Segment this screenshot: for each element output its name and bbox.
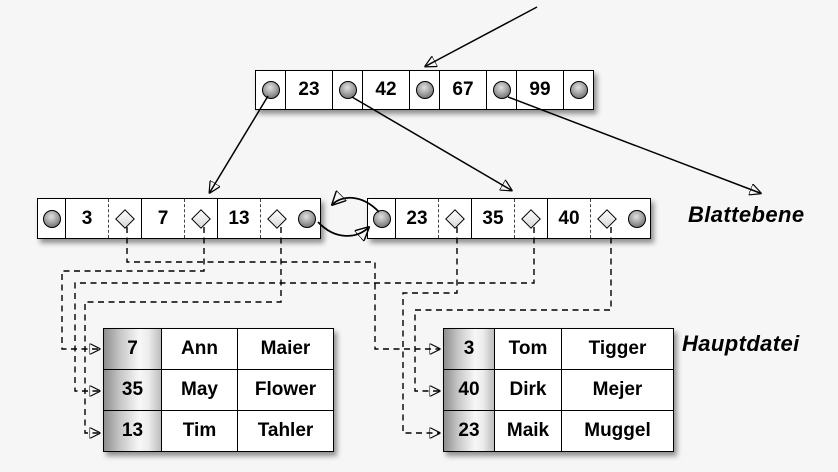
sphere-icon — [415, 81, 434, 99]
table-row: 35 May Flower — [104, 369, 333, 410]
leaf-key: 3 — [81, 207, 93, 229]
diamond-icon — [521, 208, 541, 229]
sphere-icon — [372, 209, 391, 228]
table-row: 7 Ann Maier — [104, 329, 333, 369]
leaf-pointer-cell — [293, 199, 320, 238]
record-ref-cell — [260, 199, 293, 238]
leaf-entry: 13 — [217, 199, 293, 238]
leaf-pointer-cell — [368, 199, 395, 238]
arrow-leaf-chain-right — [317, 221, 368, 236]
leaf-entry: 35 — [471, 199, 547, 238]
leaf-key: 23 — [406, 207, 428, 229]
record-firstname: May — [161, 370, 237, 410]
record-key: 23 — [444, 411, 494, 451]
arrow-root-to-left-leaf — [210, 95, 269, 192]
main-file-label: Hauptdatei — [682, 331, 800, 356]
record-key: 7 — [104, 329, 161, 369]
leaf-entry: 3 — [65, 199, 141, 238]
diamond-icon — [597, 208, 617, 229]
leaf-entry: 7 — [141, 199, 217, 238]
root-pointer-cell — [563, 71, 593, 109]
leaf-key: 35 — [482, 207, 504, 229]
root-key: 67 — [439, 71, 486, 109]
sphere-icon — [492, 81, 511, 99]
leaf-pointer-cell — [623, 199, 650, 238]
leaf-entry: 23 — [395, 199, 471, 238]
table-row: 13 Tim Tahler — [104, 410, 333, 451]
record-key: 3 — [444, 329, 494, 369]
sphere-icon — [338, 81, 357, 99]
record-lastname: Tigger — [561, 329, 673, 369]
record-key: 40 — [444, 370, 494, 410]
record-ref-cell — [438, 199, 471, 238]
sphere-icon — [297, 209, 316, 228]
leaf-pointer-cell — [38, 199, 65, 238]
diamond-icon — [445, 208, 465, 229]
record-lastname: Mejer — [561, 370, 673, 410]
table-row: 40 Dirk Mejer — [444, 369, 673, 410]
table-row: 23 Maik Muggel — [444, 410, 673, 451]
leaf-node-right: 23 35 40 — [367, 198, 651, 239]
table-row: 3 Tom Tigger — [444, 329, 673, 369]
record-lastname: Flower — [237, 370, 333, 410]
arrow-entry-to-root — [426, 6, 538, 66]
record-firstname: Tim — [161, 411, 237, 451]
record-key: 35 — [104, 370, 161, 410]
record-table-right: 3 Tom Tigger 40 Dirk Mejer 23 Maik Mugge… — [443, 328, 674, 452]
root-pointer-cell — [409, 71, 439, 109]
root-node: 23 42 67 99 — [255, 70, 594, 110]
diamond-icon — [115, 208, 135, 229]
root-pointer-cell — [486, 71, 516, 109]
sphere-icon — [42, 209, 61, 228]
leaf-entry: 40 — [547, 199, 623, 238]
record-lastname: Muggel — [561, 411, 673, 451]
arrow-root-to-right-leaf — [351, 96, 511, 190]
record-key: 13 — [104, 411, 161, 451]
record-firstname: Dirk — [494, 370, 561, 410]
diamond-icon — [191, 208, 211, 229]
record-firstname: Maik — [494, 411, 561, 451]
root-pointer-cell — [256, 71, 285, 109]
arrow-root-to-next-leaf — [507, 96, 760, 193]
diamond-icon — [267, 208, 287, 229]
root-key: 42 — [362, 71, 409, 109]
sphere-icon — [569, 81, 588, 99]
record-ref-cell — [108, 199, 141, 238]
record-ref-cell — [514, 199, 547, 238]
record-firstname: Tom — [494, 329, 561, 369]
record-lastname: Tahler — [237, 411, 333, 451]
leaf-key: 13 — [228, 207, 250, 229]
leaf-node-left: 3 7 13 — [37, 198, 321, 239]
record-firstname: Ann — [161, 329, 237, 369]
leaf-key: 7 — [157, 207, 169, 229]
sphere-icon — [627, 209, 646, 228]
leaf-key: 40 — [558, 207, 580, 229]
sphere-icon — [261, 81, 280, 99]
root-key: 23 — [285, 71, 332, 109]
record-table-left: 7 Ann Maier 35 May Flower 13 Tim Tahler — [103, 328, 334, 452]
root-pointer-cell — [332, 71, 362, 109]
record-lastname: Maier — [237, 329, 333, 369]
record-ref-cell — [590, 199, 623, 238]
record-ref-cell — [184, 199, 217, 238]
root-key: 99 — [516, 71, 563, 109]
leaf-level-label: Blattebene — [688, 202, 805, 227]
